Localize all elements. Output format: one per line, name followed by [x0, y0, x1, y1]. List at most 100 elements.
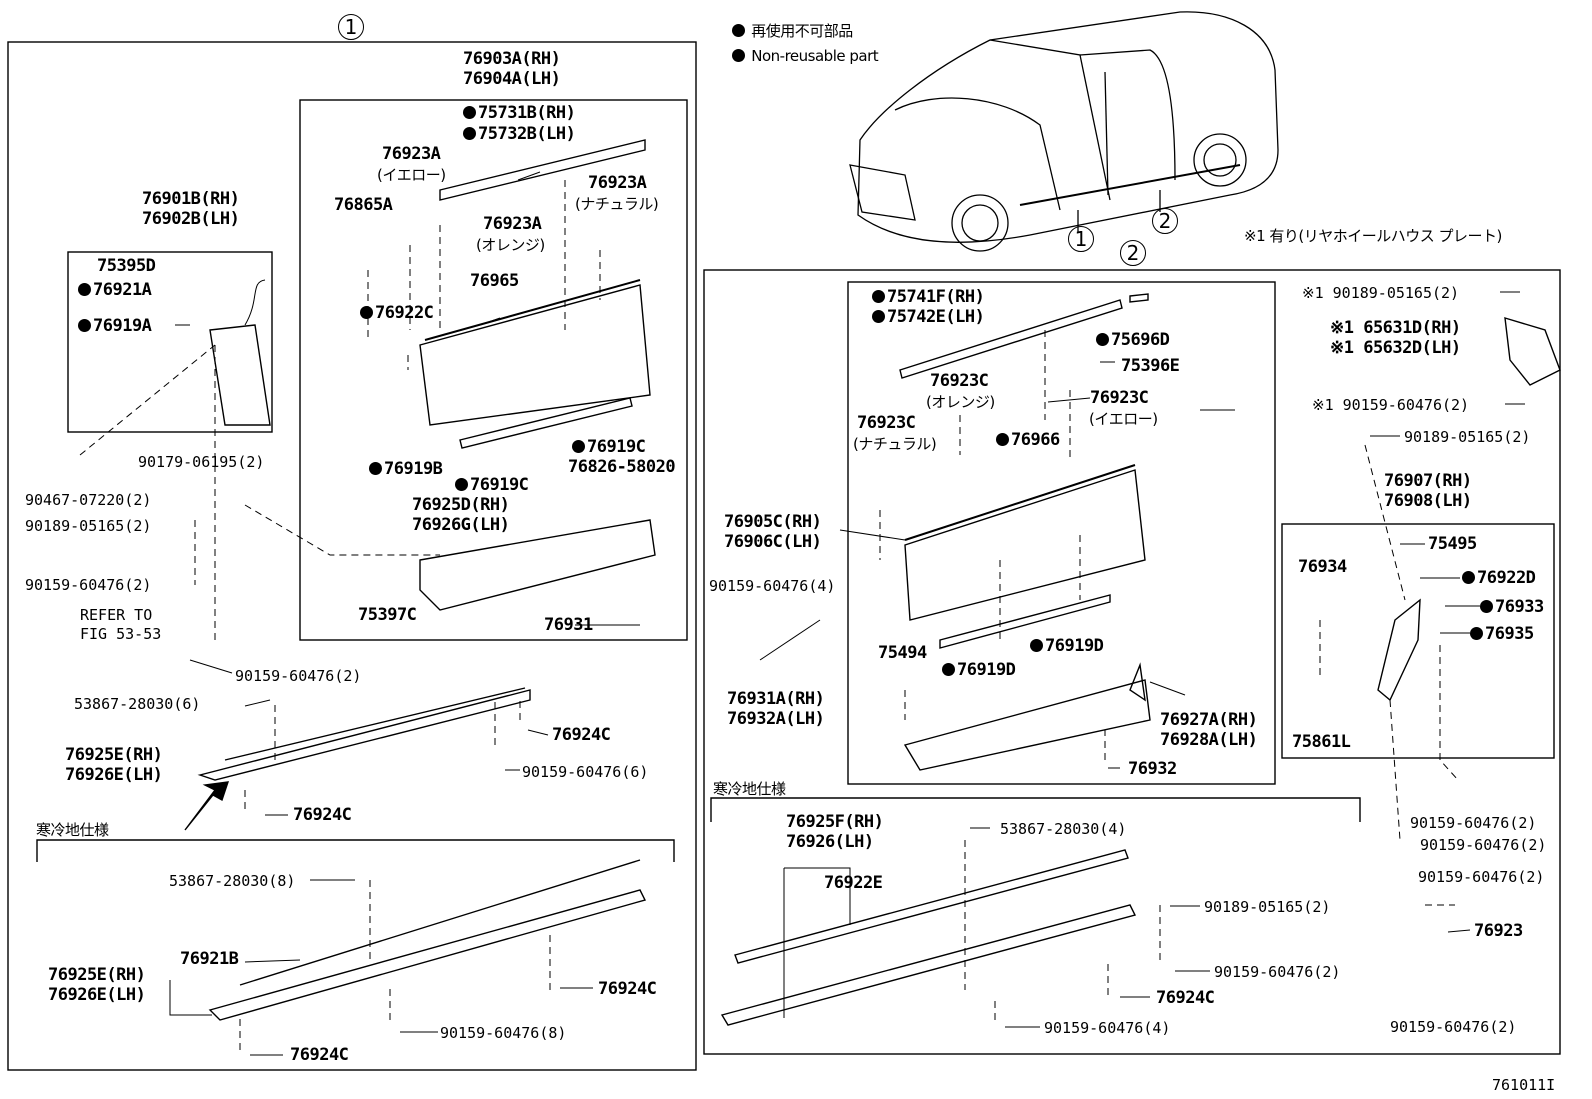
part-76923A-orange: 76923A: [483, 214, 542, 234]
part-r5: 90189-05165(2): [1404, 428, 1531, 446]
part-90159-6: 90159-60476(6): [522, 763, 649, 781]
cold-spec-2: 寒冷地仕様: [713, 780, 786, 798]
color-natural: (ナチュラル): [575, 195, 659, 213]
part-76865A: 76865A: [334, 195, 393, 215]
part-label: 76919D: [1045, 636, 1104, 656]
part-75741F: 75741F(RH): [872, 287, 985, 307]
part-53867-8: 53867-28030(8): [169, 872, 296, 890]
non-reusable-dot-icon: [1470, 627, 1483, 640]
color-orange-2: (オレンジ): [926, 393, 995, 411]
color-yellow: (イエロー): [377, 166, 446, 184]
part-75397C: 75397C: [358, 605, 417, 625]
part-90189-s1: 90189-05165(2): [25, 517, 152, 535]
part-r1: ※1 90189-05165(2): [1302, 284, 1460, 302]
refer-line-1: REFER TO: [80, 606, 153, 624]
part-label: 76933: [1495, 597, 1544, 617]
part-76919D-a: 76919D: [1030, 636, 1104, 656]
part-75861L: 75861L: [1292, 732, 1351, 752]
non-reusable-dot-icon: [572, 440, 585, 453]
color-orange: (オレンジ): [476, 236, 545, 254]
non-reusable-dot-icon: [872, 290, 885, 303]
part-76923C-natural: 76923C: [857, 413, 916, 433]
part-53867-6: 53867-28030(6): [74, 695, 201, 713]
part-76921B: 76921B: [180, 949, 239, 969]
part-76934: 76934: [1298, 557, 1347, 577]
cold-spec-1: 寒冷地仕様: [36, 821, 109, 839]
frame-section-2: [703, 269, 1561, 1055]
part-75395D: 75395D: [97, 256, 156, 276]
part-76925E-b: 76925E(RH): [48, 965, 146, 985]
part-90159-r-a: 90159-60476(2): [1410, 814, 1537, 832]
part-75494: 75494: [878, 643, 927, 663]
part-76926G: 76926G(LH): [412, 515, 510, 535]
part-label: 75696D: [1111, 330, 1170, 350]
part-90159-4b: 90159-60476(4): [1044, 1019, 1171, 1037]
part-90467: 90467-07220(2): [25, 491, 152, 509]
part-76908: 76908(LH): [1384, 491, 1472, 511]
color-natural-2: (ナチュラル): [853, 435, 937, 453]
non-reusable-dot-icon: [1462, 571, 1475, 584]
section-2-parts: [720, 293, 1561, 1026]
part-76903A: 76903A(RH): [463, 49, 561, 69]
part-76902B: 76902B(LH): [142, 209, 240, 229]
section-2-leaders: [879, 330, 1459, 1020]
part-r2: ※1 65631D(RH): [1330, 318, 1461, 338]
part-90179: 90179-06195(2): [138, 453, 265, 471]
part-76923C-yellow: 76923C: [1090, 388, 1149, 408]
part-75696D: 75696D: [1096, 330, 1170, 350]
non-reusable-dot-icon: [78, 283, 91, 296]
part-76926E-b: 76926E(LH): [48, 985, 146, 1005]
part-90159-2a: 90159-60476(2): [1214, 963, 1341, 981]
part-76931: 76931: [544, 615, 593, 635]
part-76924C-a: 76924C: [552, 725, 611, 745]
part-label: 76922C: [375, 303, 434, 323]
part-76922E: 76922E: [824, 873, 883, 893]
part-76924C-b: 76924C: [293, 805, 352, 825]
part-76919C-a: 76919C: [572, 438, 646, 456]
part-label: 75731B(RH): [478, 103, 576, 123]
non-reusable-dot-icon: [360, 306, 373, 319]
part-76966: 76966: [996, 431, 1060, 449]
non-reusable-dot-icon: [996, 433, 1009, 446]
non-reusable-dot-icon: [369, 462, 382, 475]
part-76924C-d: 76924C: [290, 1045, 349, 1065]
vehicle-illustration: [849, 11, 1279, 252]
part-90189-s2: 90189-05165(2): [1204, 898, 1331, 916]
part-76965: 76965: [470, 271, 519, 291]
part-75396E: 75396E: [1121, 356, 1180, 376]
part-76919D-b: 76919D: [942, 660, 1016, 680]
legend-en-text: Non-reusable part: [751, 47, 879, 65]
part-76935: 76935: [1470, 625, 1534, 643]
non-reusable-dot-icon: [732, 24, 745, 37]
part-76932: 76932: [1128, 759, 1177, 779]
part-76923: 76923: [1474, 921, 1523, 941]
part-label: 75741F(RH): [887, 287, 985, 307]
section-2-pointers: [759, 291, 1525, 1028]
part-r3: ※1 65632D(LH): [1330, 338, 1461, 358]
part-76925F: 76925F(RH): [786, 812, 884, 832]
non-reusable-dot-icon: [732, 49, 745, 62]
frame-section-1: [7, 41, 697, 1071]
part-76923A-natural: 76923A: [588, 173, 647, 193]
part-label: 75742E(LH): [887, 307, 985, 327]
part-label: 76919D: [957, 660, 1016, 680]
part-76905C: 76905C(RH): [724, 512, 822, 532]
part-76924C-c: 76924C: [598, 979, 657, 999]
non-reusable-dot-icon: [1030, 639, 1043, 652]
frame-rear-molding: [67, 251, 273, 433]
section-marker-2: 2: [1120, 240, 1146, 266]
section-1-leaders: [79, 180, 601, 1050]
part-r4: ※1 90159-60476(2): [1312, 396, 1470, 414]
car-marker-1: 1: [1068, 226, 1094, 252]
part-76922C: 76922C: [360, 303, 434, 323]
frame-molding-assy: [299, 99, 688, 641]
section-marker-1: 1: [338, 14, 364, 40]
part-75742E: 75742E(LH): [872, 307, 985, 327]
part-76907: 76907(RH): [1384, 471, 1472, 491]
part-76904A: 76904A(LH): [463, 69, 561, 89]
part-90159-s1a: 90159-60476(2): [25, 576, 152, 594]
color-yellow-2: (イエロー): [1089, 410, 1158, 428]
part-90159-4a: 90159-60476(4): [709, 577, 836, 595]
note-x1: ※1 有り(リヤホイールハウス プレート): [1244, 227, 1502, 245]
